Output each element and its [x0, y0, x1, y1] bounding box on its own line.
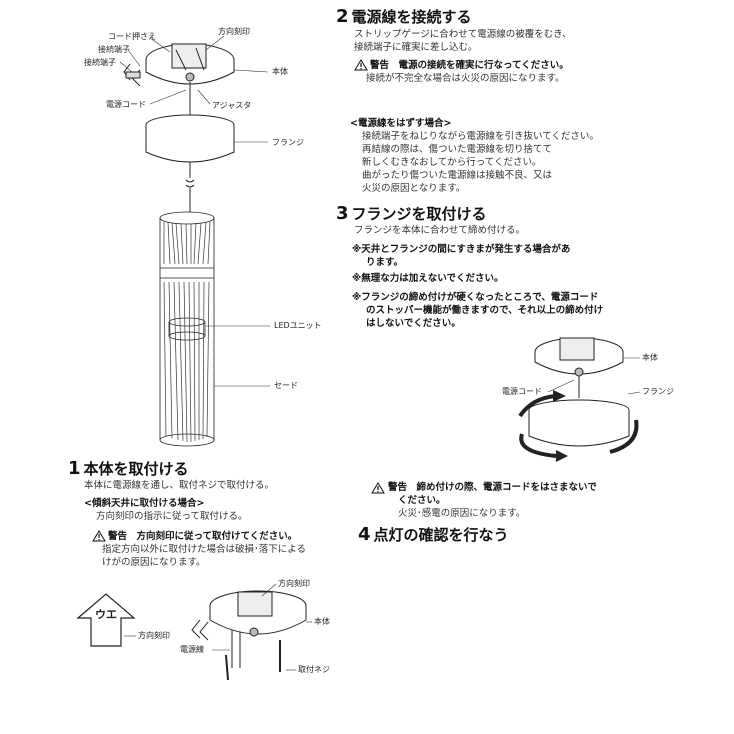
step2-remove-line-1: 接続端子をねじりながら電源線を引き抜いてください。	[362, 131, 599, 142]
label-body: 本体	[272, 67, 288, 76]
step1-label-body: 本体	[314, 617, 330, 626]
step2-number: 2	[336, 6, 349, 27]
step1-warning-label: 警告 方向刻印に従って取付けてください。	[108, 531, 298, 542]
step3-warning-label2: ください。	[398, 495, 446, 506]
shade-stripes	[163, 221, 211, 443]
step3-number: 3	[336, 203, 349, 224]
step2-title: 電源線を接続する	[351, 8, 472, 26]
step3-arrowheads	[553, 390, 568, 462]
step1-warning-line1: 指定方向以外に取付けた場合は破損･落下による	[102, 544, 306, 555]
step2-warning-label: 警告 電源の接続を確実に行なってください。	[370, 60, 569, 71]
up-arrow-drawing	[76, 593, 136, 647]
step3-note-1b: ります。	[366, 257, 404, 268]
shade-drawing	[159, 211, 215, 447]
step3-leaders	[547, 357, 641, 395]
warning-icon-marks	[98, 63, 379, 541]
top-body-drawing	[123, 43, 235, 87]
step3-label-power-cord: 電源コード	[502, 387, 542, 396]
label-direction-mark: 方向刻印	[218, 27, 250, 36]
step3-warning-line: 火災･感電の原因になります。	[398, 508, 526, 519]
step3-note-1: ※天井とフランジの間にすきまが発生する場合があ	[352, 244, 571, 255]
step3-label-body: 本体	[642, 353, 658, 362]
step2-remove-line-4: 曲がったり傷ついた電源線は接触不良、又は	[362, 170, 553, 181]
step1-label-direction-mark-b: 方向刻印	[278, 579, 310, 588]
step3-title: フランジを取付ける	[351, 205, 487, 223]
step2-remove-line-2: 再結線の際は、傷ついた電源線を切り捨てて	[362, 144, 553, 155]
step3-flange-drawing	[528, 399, 630, 447]
step1-leaders	[124, 583, 312, 671]
step1-body-drawing	[191, 590, 307, 681]
top-flange-drawing	[145, 114, 235, 163]
step3-warning-label: 警告 締め付けの際、電源コードをはさまないで	[388, 482, 597, 493]
step1-subline: 方向刻印の指示に従って取付ける。	[96, 511, 248, 522]
top-leaders	[119, 35, 270, 387]
step1-label-direction-mark-a: 方向刻印	[138, 631, 170, 640]
step2-line1: ストリップゲージに合わせて電源線の被覆をむき、	[354, 29, 572, 40]
step3-note-3b: のストッパー機能が働きますので、それ以上の締め付け	[366, 305, 604, 316]
step3-note-3c: はしないでください。	[366, 318, 461, 329]
arrow-up-text: ウエ	[95, 608, 117, 621]
step2-remove-title: <電源線をはずす場合>	[350, 118, 452, 129]
step2-remove-line-5: 火災の原因となります。	[362, 183, 466, 194]
step3-body-drawing	[534, 337, 624, 398]
label-terminal-2: 接続端子	[84, 58, 116, 67]
step1-line1: 本体に電源線を通し、取付ネジで取付ける。	[84, 480, 275, 491]
step3-line1: フランジを本体に合わせて締め付ける。	[354, 225, 526, 236]
step2-line2: 接続端子に確実に差し込む。	[354, 42, 478, 53]
step3-label-flange: フランジ	[642, 387, 674, 396]
step1-warning-line2: けがの原因になります。	[102, 557, 206, 568]
label-led-unit: LEDユニット	[274, 321, 322, 330]
label-terminal-1: 接続端子	[98, 45, 130, 54]
label-shade: セード	[274, 381, 298, 390]
label-flange: フランジ	[272, 138, 304, 147]
step1-title: 本体を取付ける	[83, 460, 189, 478]
step1-number: 1	[68, 458, 81, 479]
step3-note-3: ※フランジの締め付けが硬くなったところで、電源コード	[352, 292, 599, 303]
step1-label-mounting-screw: 取付ネジ	[298, 665, 330, 674]
step2-remove-line-3: 新しくむきなおしてから行ってください。	[362, 157, 542, 168]
step4-title: 点灯の確認を行なう	[373, 526, 509, 544]
label-power-cord: 電源コード	[106, 100, 146, 109]
step1-label-power-line: 電源線	[180, 645, 204, 654]
label-cord-clamp: コード押さえ	[108, 32, 156, 41]
step3-rotation-arrows	[518, 394, 639, 458]
step4-number: 4	[358, 524, 371, 545]
cord-break	[185, 162, 195, 212]
step2-warning-line: 接続が不完全な場合は火災の原因になります。	[366, 73, 565, 84]
label-adjuster: アジャスタ	[212, 101, 252, 110]
step3-note-2: ※無理な力は加えないでください。	[352, 273, 504, 284]
step1-subtitle: <傾斜天井に取付ける場合>	[84, 498, 205, 509]
